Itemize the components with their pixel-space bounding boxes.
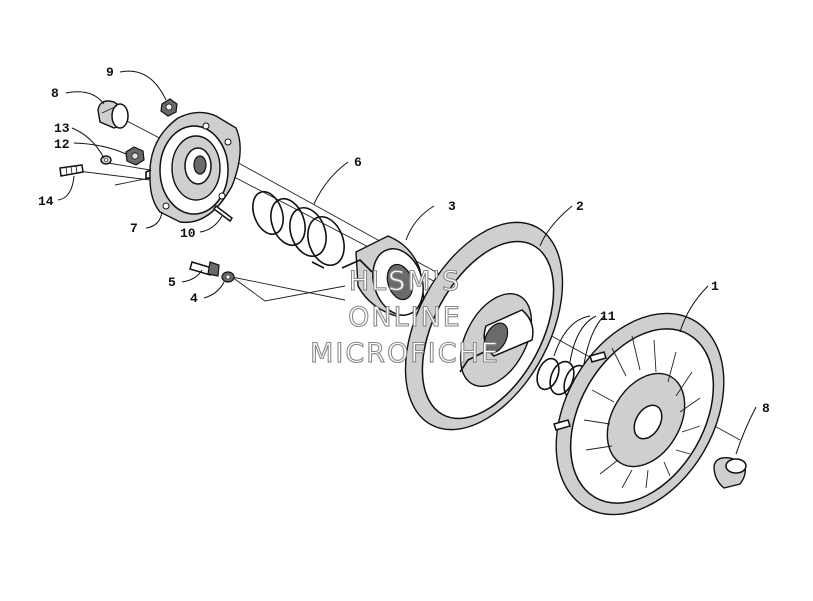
callout-14: 14 <box>38 194 54 209</box>
callout-7: 7 <box>130 221 138 236</box>
callout-1: 1 <box>711 279 719 294</box>
callout-leader-lines <box>57 70 757 455</box>
fixed-sheave-part-1 <box>553 312 725 516</box>
callout-11: 11 <box>600 309 616 324</box>
bolt-part-5 <box>189 261 220 277</box>
callout-4: 4 <box>190 291 198 306</box>
washer-part-4 <box>221 271 235 283</box>
bushing-part-8-top <box>97 100 129 129</box>
spring-part-6 <box>252 190 345 269</box>
callout-9: 9 <box>106 65 114 80</box>
watermark-line-3: MICROFICHE <box>310 338 500 369</box>
nut-part-9 <box>160 98 178 117</box>
callout-10: 10 <box>180 226 196 241</box>
callout-3: 3 <box>448 199 456 214</box>
nut-part-13 <box>125 146 145 166</box>
cover-plate-part-7 <box>145 111 241 224</box>
cam-sleeve-part-3 <box>341 235 425 317</box>
callout-8-bottom: 8 <box>762 401 770 416</box>
watermark: HLSM'S ONLINE MICROFICHE <box>310 265 500 369</box>
stud-part-14 <box>59 164 84 177</box>
callout-13: 13 <box>54 121 70 136</box>
movable-sheave-part-2 <box>404 221 564 431</box>
watermark-line-2: ONLINE <box>348 302 462 333</box>
bushing-part-8-bottom <box>713 456 747 489</box>
callout-6: 6 <box>354 155 362 170</box>
watermark-line-1: HLSM'S <box>349 266 461 297</box>
callout-5: 5 <box>168 275 176 290</box>
callout-2: 2 <box>576 199 584 214</box>
pin-part-10 <box>212 204 234 223</box>
callout-12: 12 <box>54 137 70 152</box>
callout-labels: 9 8 13 12 14 7 10 6 3 2 11 1 8 5 4 <box>38 65 770 416</box>
callout-8-top: 8 <box>51 86 59 101</box>
washer-part-12 <box>100 155 112 165</box>
